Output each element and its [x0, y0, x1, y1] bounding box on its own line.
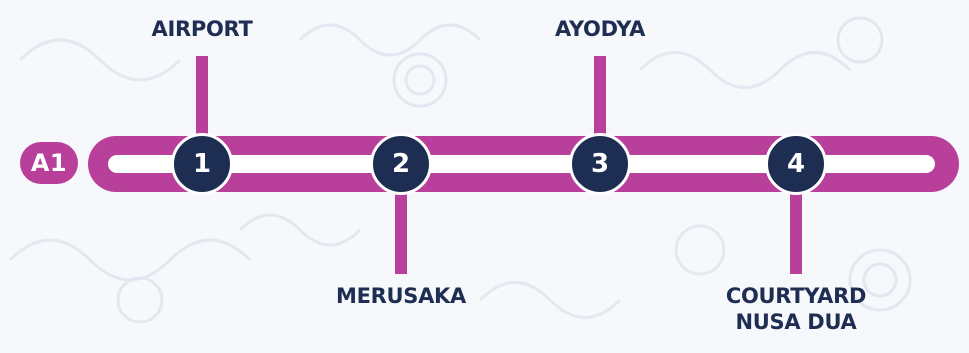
- stop-4-marker[interactable]: 4: [765, 133, 827, 195]
- stop-1-marker[interactable]: 1: [171, 133, 233, 195]
- stop-1-label: AIRPORT: [151, 17, 253, 41]
- stop-2-marker[interactable]: 2: [370, 133, 432, 195]
- stop-4-label: COURTYARD NUSA DUA: [725, 283, 867, 335]
- stop-2-label: MERUSAKA: [336, 284, 466, 308]
- stop-3-marker[interactable]: 3: [569, 133, 631, 195]
- stop-3-connector: [594, 56, 606, 138]
- route-badge: A1: [20, 142, 78, 184]
- route-track-inner: [108, 155, 935, 173]
- stop-4-label-line2: NUSA DUA: [735, 310, 857, 334]
- stop-1-connector: [196, 56, 208, 138]
- stop-4-label-line1: COURTYARD: [725, 284, 867, 308]
- stop-3-label: AYODYA: [554, 17, 646, 41]
- stop-2-connector: [395, 190, 407, 274]
- stop-4-connector: [790, 190, 802, 274]
